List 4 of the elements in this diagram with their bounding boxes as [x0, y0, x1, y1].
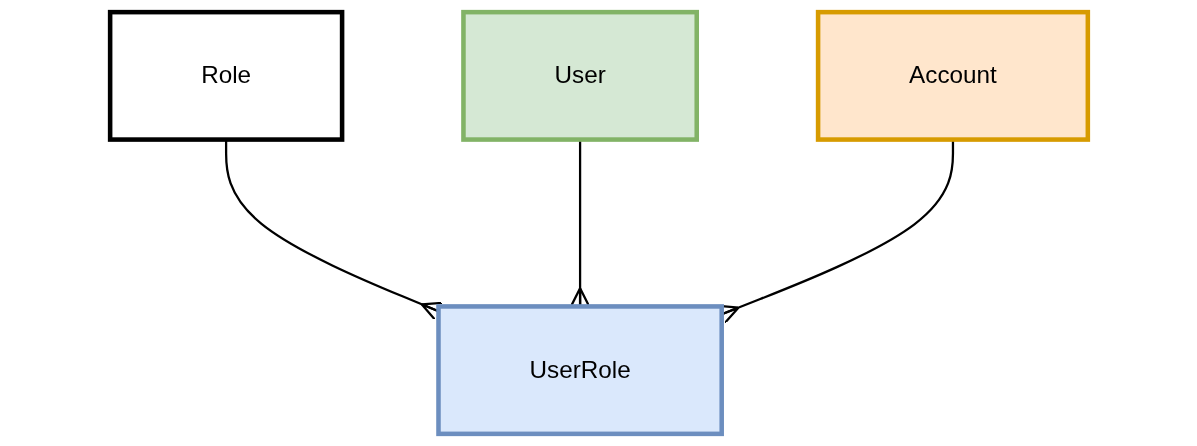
node-box: UserRole	[435, 304, 724, 437]
node-box: Role	[107, 9, 344, 142]
node-box: User	[460, 9, 699, 142]
node-box: Account	[815, 9, 1090, 142]
